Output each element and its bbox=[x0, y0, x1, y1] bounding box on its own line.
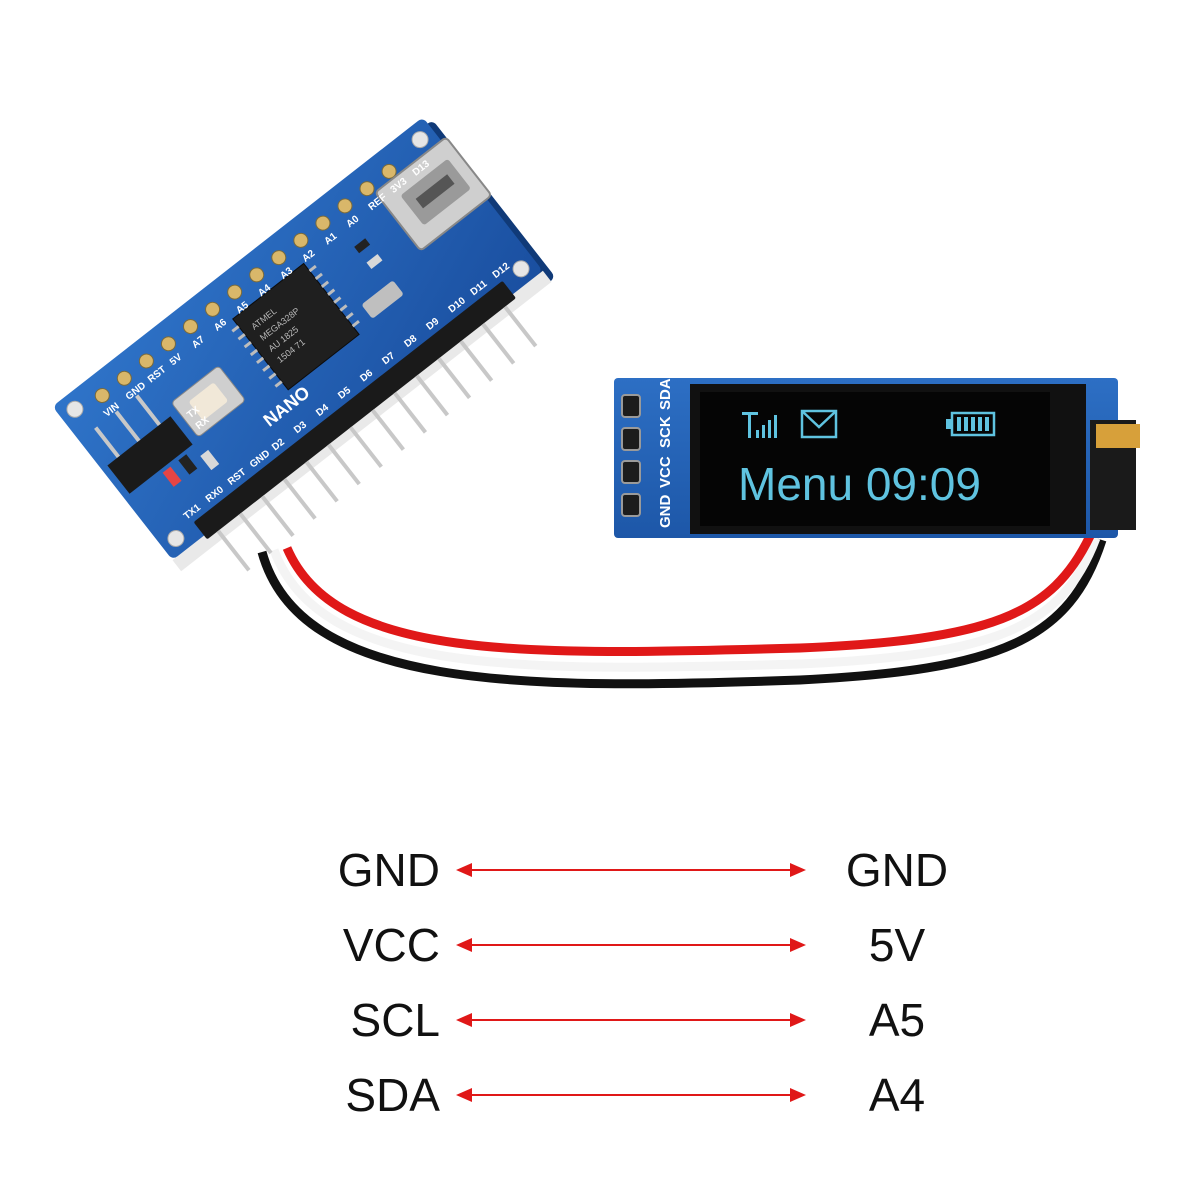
signal-icon bbox=[742, 412, 777, 438]
header-pins bbox=[194, 281, 538, 572]
screen-text: Menu 09:09 bbox=[738, 458, 981, 510]
arduino-pin-label: 5V bbox=[868, 919, 926, 971]
pin-pads-top bbox=[94, 163, 397, 404]
double-arrow bbox=[456, 863, 806, 877]
svg-text:SDA: SDA bbox=[657, 378, 674, 410]
arduino-pin-label: GND bbox=[845, 844, 949, 896]
wire-black bbox=[257, 538, 1107, 689]
battery-icon bbox=[946, 411, 996, 437]
microcontroller-chip: ATMEL MEGA328P AU 1825 1504 71 bbox=[231, 262, 360, 391]
connection-map: GND GND VCC 5V SCL A5 SDA A4 bbox=[0, 820, 1200, 1130]
svg-text:GND: GND bbox=[657, 495, 674, 529]
oled-screen bbox=[700, 392, 1050, 526]
oled-module: GND VCC SCK SDA bbox=[614, 378, 1140, 538]
connection-row: SDA A4 bbox=[0, 1065, 1200, 1125]
mail-icon bbox=[800, 409, 838, 439]
arduino-pin-label: A5 bbox=[868, 994, 926, 1046]
connection-row: GND GND bbox=[0, 840, 1200, 900]
oled-pin-label: GND bbox=[337, 844, 440, 896]
icsp-header: TX RX bbox=[94, 394, 212, 494]
reset-button bbox=[172, 366, 245, 437]
double-arrow bbox=[456, 938, 806, 952]
cable bbox=[257, 534, 1107, 689]
wire-red bbox=[282, 534, 1095, 657]
oled-pin-label: SDA bbox=[345, 1069, 440, 1121]
oled-pin-label: SCL bbox=[350, 994, 440, 1046]
wire-white bbox=[269, 536, 1101, 672]
crystal bbox=[362, 281, 403, 318]
oled-header-pads bbox=[621, 394, 641, 517]
svg-text:VCC: VCC bbox=[657, 456, 674, 488]
arduino-nano-board: ATMEL MEGA328P AU 1825 1504 71 NANO VIN … bbox=[54, 119, 554, 572]
svg-text:SCK: SCK bbox=[657, 416, 674, 448]
connection-row: VCC 5V bbox=[0, 915, 1200, 975]
oled-pin-labels: GND VCC SCK SDA bbox=[657, 378, 674, 528]
arduino-pin-label: A4 bbox=[868, 1069, 926, 1121]
oled-pin-label: VCC bbox=[342, 919, 440, 971]
double-arrow bbox=[456, 1088, 806, 1102]
usb-connector bbox=[375, 137, 491, 251]
connection-row: SCL A5 bbox=[0, 990, 1200, 1050]
double-arrow bbox=[456, 1013, 806, 1027]
hardware-scene: ATMEL MEGA328P AU 1825 1504 71 NANO VIN … bbox=[54, 119, 1140, 689]
